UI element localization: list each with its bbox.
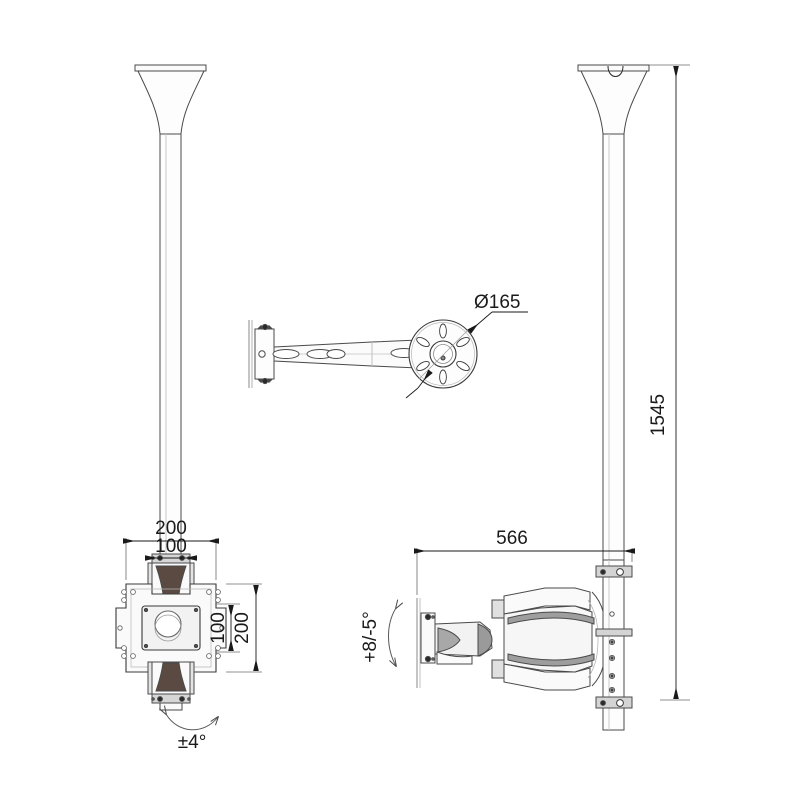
dimension-tilt-angle-label: +8/-5° bbox=[360, 611, 381, 662]
side-tilt-arm bbox=[434, 621, 493, 665]
dimension-diameter-label: Ø165 bbox=[474, 292, 520, 313]
dimension-vesa-width-200: 200 bbox=[123, 518, 219, 580]
detail-wall-plate bbox=[248, 320, 275, 388]
side-elevation-view: 566 +8/-5° bbox=[360, 528, 635, 731]
left-ceiling-cone bbox=[134, 64, 207, 135]
dimension-200-height-label: 200 bbox=[232, 612, 253, 644]
dimension-vesa-height-200: 200 bbox=[226, 583, 262, 673]
ceiling-plate-detail-view: Ø165 bbox=[248, 292, 528, 399]
side-pole-bracket bbox=[595, 559, 633, 731]
dimension-566-label: 566 bbox=[496, 528, 528, 549]
dimension-vesa-width-100: 100 bbox=[145, 536, 197, 561]
dimension-1545-label: 1545 bbox=[648, 394, 669, 436]
dimension-depth-566: 566 bbox=[414, 528, 635, 595]
side-main-body bbox=[491, 587, 607, 691]
vesa-front-view: 200 100 100 200 ±4° bbox=[115, 518, 262, 753]
dimension-plate-diameter: Ø165 bbox=[405, 292, 528, 399]
dimension-total-height: 1545 bbox=[648, 64, 690, 701]
right-ceiling-cone bbox=[577, 64, 650, 135]
right-pole-tube bbox=[602, 133, 625, 565]
vesa-bottom-clamp bbox=[147, 661, 195, 711]
dimension-200-width-label: 200 bbox=[155, 518, 187, 539]
left-pole-tube bbox=[159, 133, 182, 555]
dimension-vesa-height-100: 100 bbox=[208, 603, 240, 653]
annotation-roll-angle: ±4° bbox=[166, 714, 218, 753]
dimension-100-height-label: 100 bbox=[208, 612, 229, 644]
annotation-tilt-angle: +8/-5° bbox=[360, 608, 396, 666]
detail-circular-plate bbox=[408, 319, 478, 389]
right-pole-assembly bbox=[577, 64, 650, 565]
dimension-roll-angle-label: ±4° bbox=[178, 732, 207, 753]
left-pole-assembly bbox=[134, 64, 207, 555]
vesa-plate-body bbox=[115, 583, 227, 673]
side-screen-plate bbox=[416, 598, 436, 688]
dimension-100-width-label: 100 bbox=[155, 536, 187, 557]
